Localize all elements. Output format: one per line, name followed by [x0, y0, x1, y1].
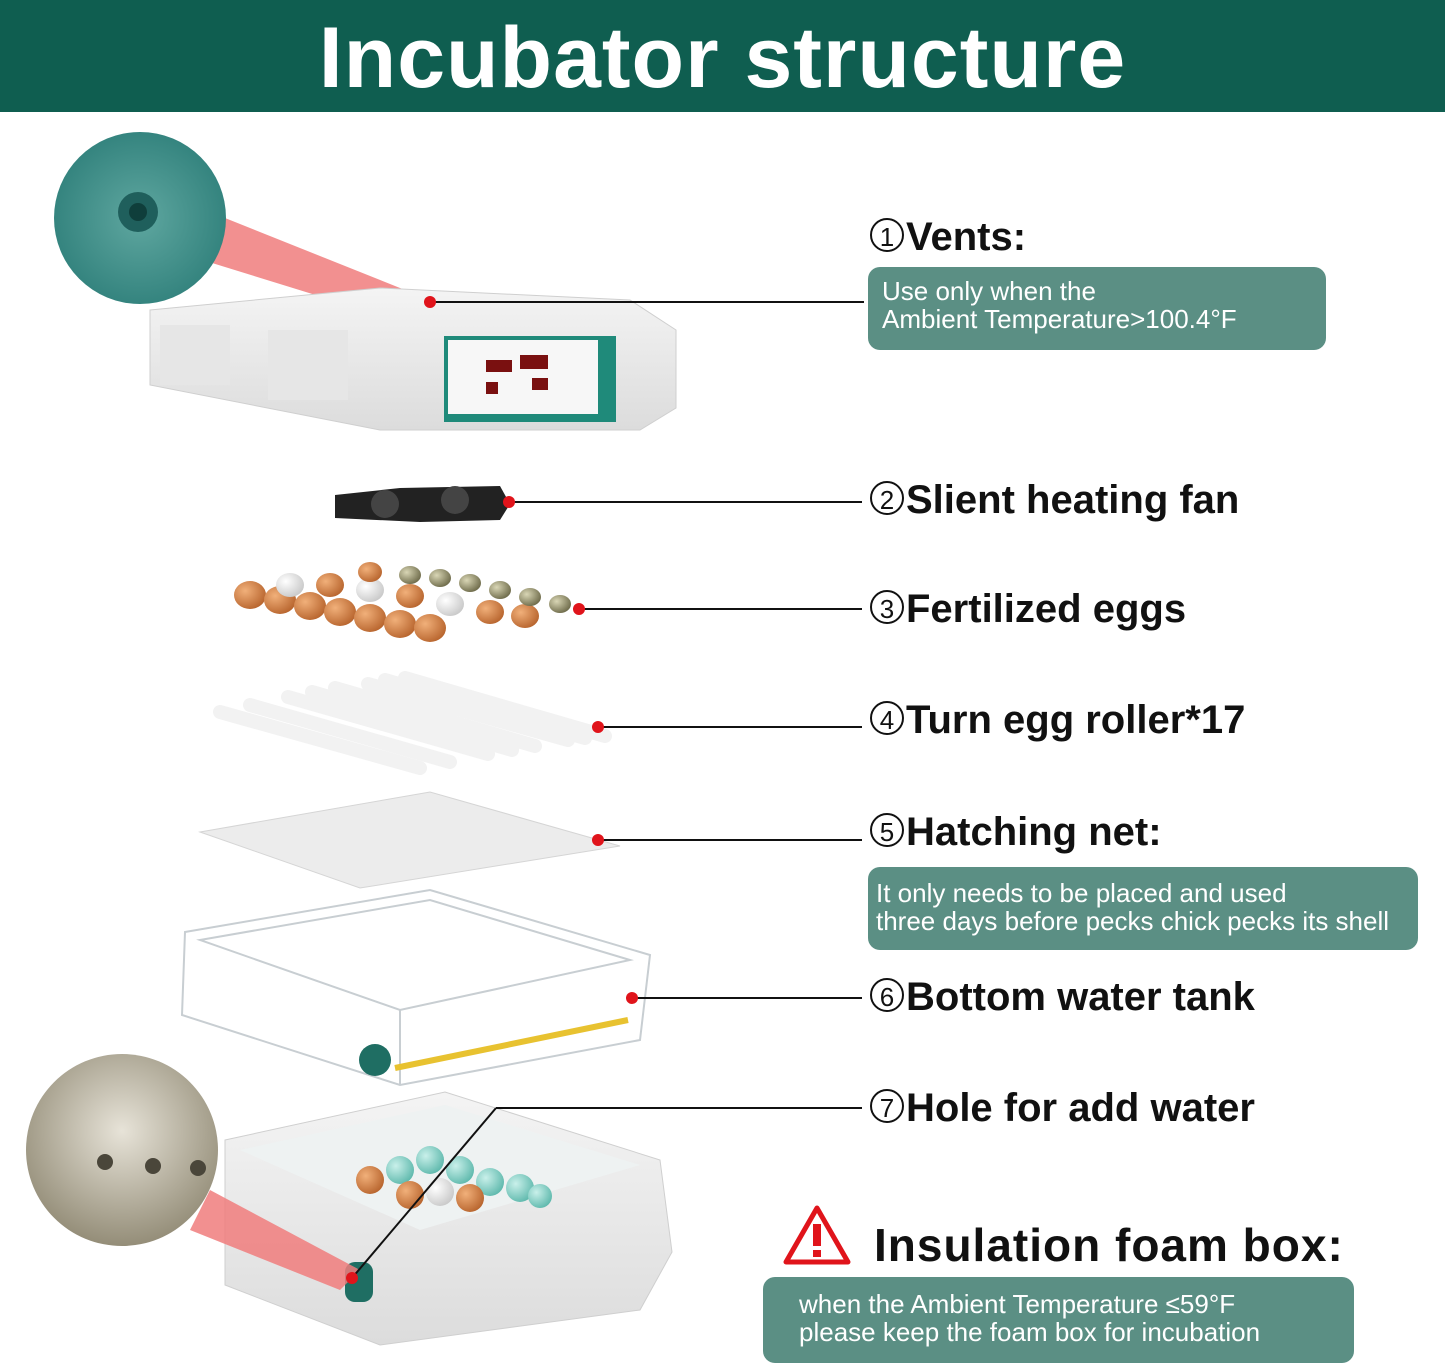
- part-name: Hatching net:: [906, 810, 1162, 854]
- marker-fan: [503, 496, 515, 508]
- note-line: Use only when the: [882, 276, 1096, 306]
- part-number: 3: [870, 590, 904, 624]
- part-number: 4: [870, 701, 904, 735]
- title-banner: Incubator structure: [0, 0, 1445, 112]
- note-line: please keep the foam box for incubation: [799, 1317, 1261, 1347]
- part-name: Vents:: [906, 215, 1027, 259]
- hatching-net: [198, 791, 621, 889]
- note-line: when the Ambient Temperature ≤59°F: [799, 1289, 1236, 1319]
- water-hole-zoom-inset: [26, 1054, 360, 1290]
- part-name: Hole for add water: [906, 1086, 1255, 1130]
- part-name: Bottom water tank: [906, 975, 1255, 1019]
- marker-tank: [626, 992, 638, 1004]
- part-name: Turn egg roller*17: [906, 698, 1246, 742]
- marker-eggs: [573, 603, 585, 615]
- part-number: 6: [870, 978, 904, 1012]
- warning-note: when the Ambient Temperature ≤59°F pleas…: [763, 1277, 1354, 1363]
- part-name: Slient heating fan: [906, 478, 1240, 522]
- warning-triangle-icon: [783, 1205, 851, 1265]
- incubator-lid: [149, 287, 677, 431]
- note-line: It only needs to be placed and used: [876, 878, 1287, 908]
- part-number: 5: [870, 813, 904, 847]
- part-name: Fertilized eggs: [906, 587, 1187, 631]
- egg-rollers: [213, 671, 612, 775]
- note-line: Ambient Temperature>100.4°F: [882, 304, 1237, 334]
- page-title: Incubator structure: [318, 10, 1127, 106]
- part-number: 2: [870, 481, 904, 515]
- net-note: It only needs to be placed and used thre…: [868, 867, 1418, 950]
- note-line: three days before pecks chick pecks its …: [876, 906, 1390, 936]
- marker-hole: [346, 1272, 358, 1284]
- vents-note: Use only when the Ambient Temperature>10…: [868, 267, 1326, 350]
- warning-title: Insulation foam box:: [874, 1219, 1344, 1271]
- part-number: 7: [870, 1089, 904, 1123]
- marker-net: [592, 834, 604, 846]
- heating-fan: [335, 486, 510, 522]
- marker-vents: [424, 296, 436, 308]
- water-tank: [180, 888, 652, 1087]
- part-number: 1: [870, 218, 904, 252]
- eggs-tray: [234, 562, 571, 642]
- marker-rollers: [592, 721, 604, 733]
